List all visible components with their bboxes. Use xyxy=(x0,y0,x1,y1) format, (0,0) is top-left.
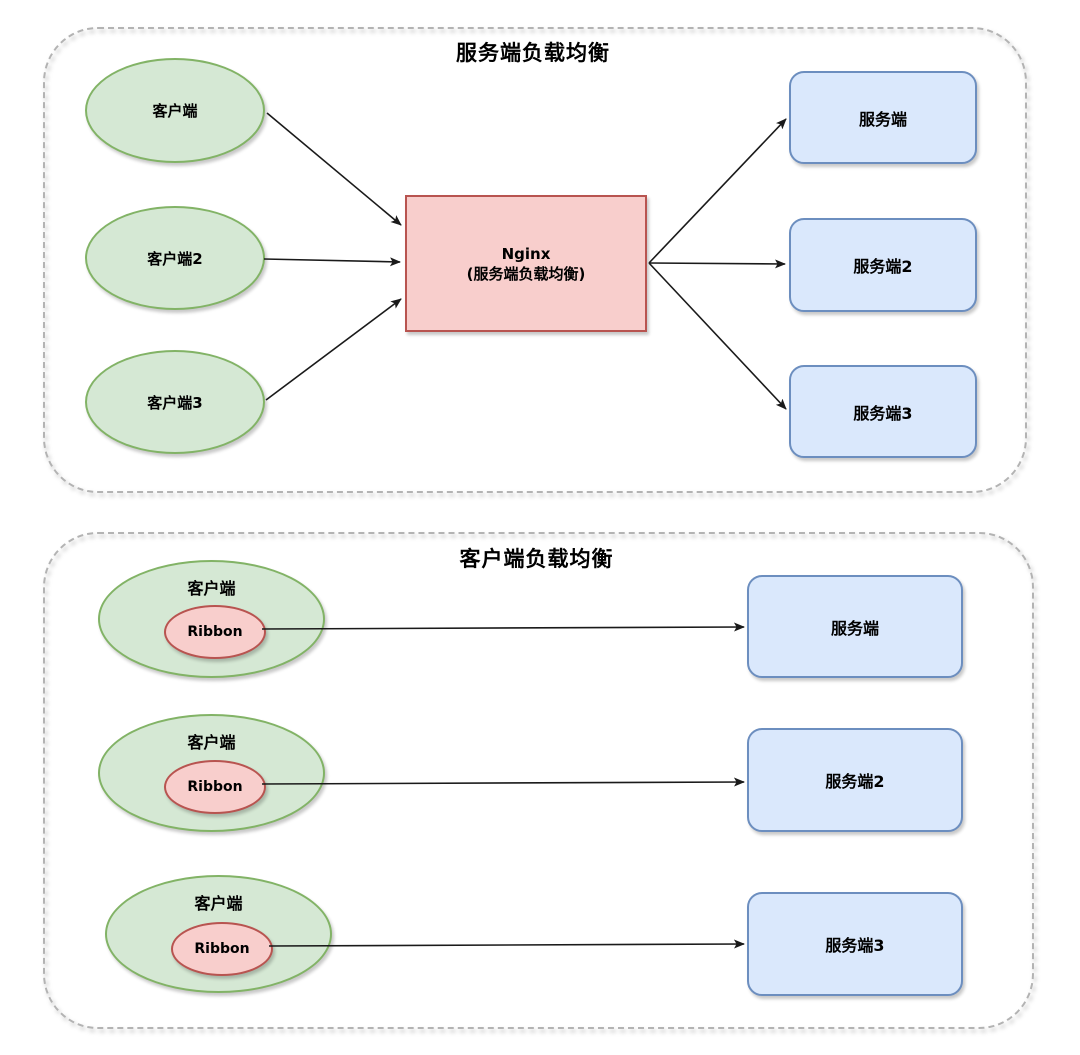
ribbon-ellipse-3: Ribbon xyxy=(171,922,273,976)
ribbon-ellipse-2: Ribbon xyxy=(164,760,266,814)
client-group-2-label: 客户端 xyxy=(187,733,236,752)
client-group-1-label: 客户端 xyxy=(187,579,236,598)
client-group-1: 客户端 Ribbon xyxy=(98,560,325,678)
client-group-2: 客户端 Ribbon xyxy=(98,714,325,832)
client-ellipse-2-label: 客户端2 xyxy=(147,249,203,268)
server-box-5: 服务端2 xyxy=(747,728,963,832)
server-box-1: 服务端 xyxy=(789,71,977,164)
client-lb-panel xyxy=(43,532,1034,1029)
server-box-2: 服务端2 xyxy=(789,218,977,312)
server-box-1-label: 服务端 xyxy=(858,109,907,129)
server-box-4-label: 服务端 xyxy=(830,618,879,638)
ribbon-ellipse-1: Ribbon xyxy=(164,605,266,659)
server-box-3-label: 服务端3 xyxy=(853,403,913,423)
server-box-3: 服务端3 xyxy=(789,365,977,458)
client-group-3-label: 客户端 xyxy=(194,894,243,913)
nginx-box-line1: Nginx xyxy=(501,244,551,263)
server-box-6-label: 服务端3 xyxy=(825,936,885,955)
server-lb-panel-title: 服务端负载均衡 xyxy=(456,41,610,65)
server-box-4: 服务端 xyxy=(747,575,963,678)
server-box-2-label: 服务端2 xyxy=(853,257,913,276)
nginx-box-line2: (服务端负载均衡) xyxy=(466,264,586,283)
client-ellipse-2: 客户端2 xyxy=(85,206,265,310)
client-ellipse-1-label: 客户端 xyxy=(152,102,198,120)
nginx-box: Nginx (服务端负载均衡) xyxy=(405,195,647,332)
client-ellipse-1: 客户端 xyxy=(85,58,265,163)
client-lb-panel-title: 客户端负载均衡 xyxy=(459,547,614,571)
client-ellipse-3-label: 客户端3 xyxy=(147,393,203,412)
client-group-3: 客户端 Ribbon xyxy=(105,875,332,993)
server-lb-panel xyxy=(43,27,1027,493)
server-box-6: 服务端3 xyxy=(747,892,963,996)
client-ellipse-3: 客户端3 xyxy=(85,350,265,454)
server-box-5-label: 服务端2 xyxy=(825,772,885,791)
